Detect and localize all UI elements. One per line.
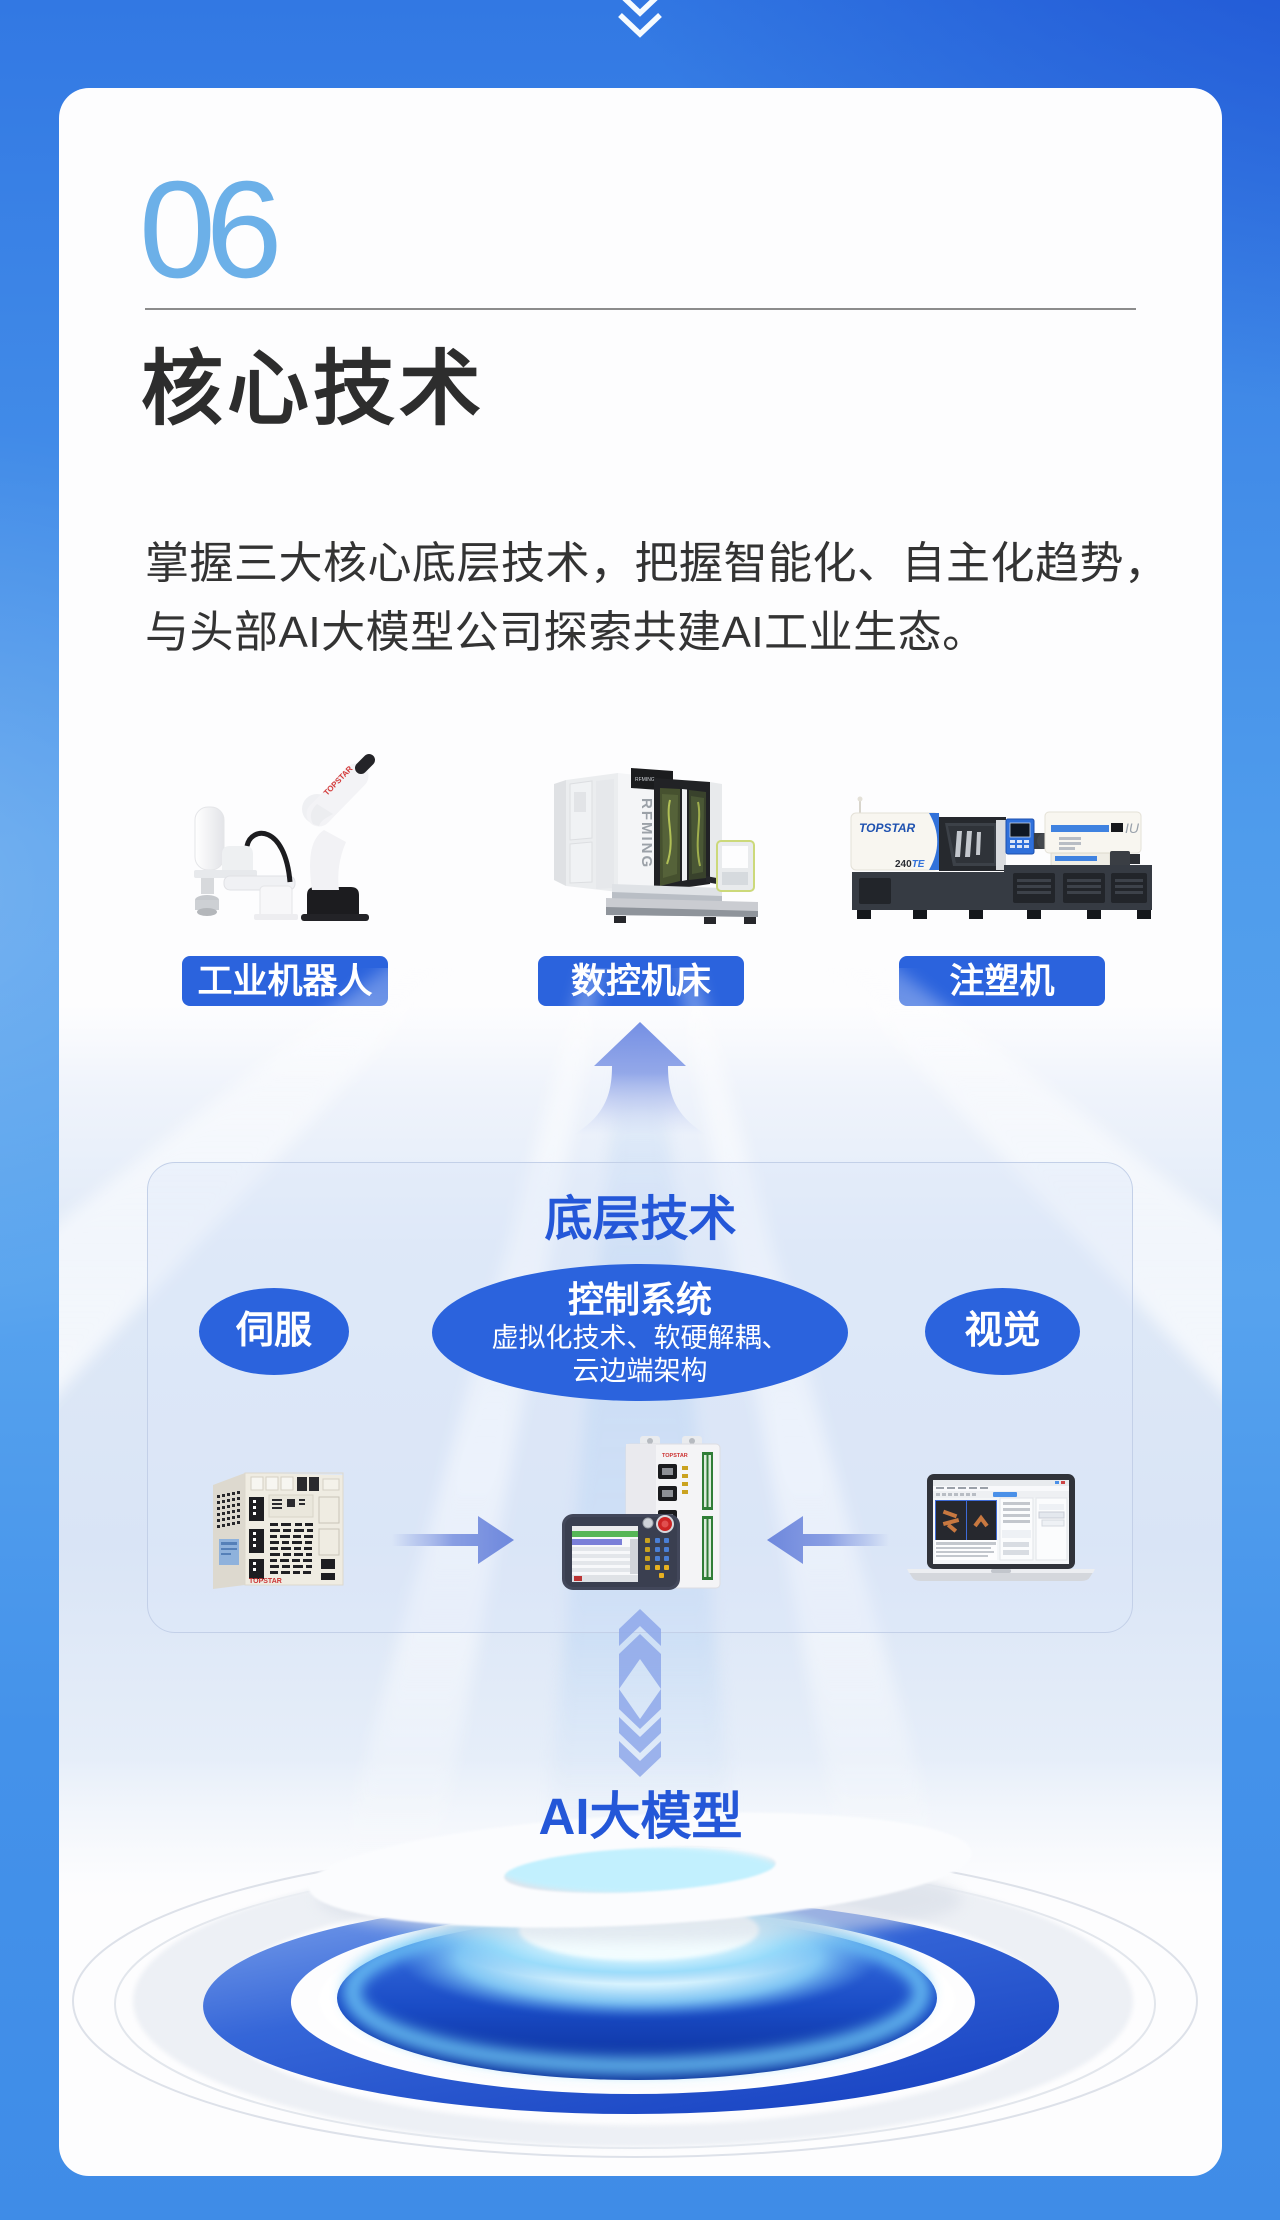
svg-text:IU: IU <box>1125 820 1140 836</box>
svg-text:TOPSTAR: TOPSTAR <box>249 1578 282 1585</box>
svg-text:RFMING: RFMING <box>635 777 655 783</box>
svg-text:240TE: 240TE <box>895 859 925 870</box>
svg-text:RFMING: RFMING <box>638 798 655 869</box>
svg-text:TOPSTAR: TOPSTAR <box>859 821 916 835</box>
svg-text:TOPSTAR: TOPSTAR <box>662 1453 688 1459</box>
